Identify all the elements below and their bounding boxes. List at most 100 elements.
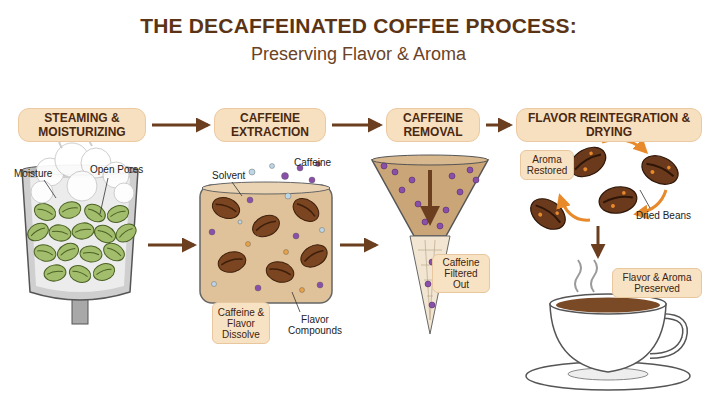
node-text: FLAVOR REINTEGRATION & DRYING bbox=[523, 111, 695, 139]
brown-bean bbox=[297, 240, 331, 271]
bubble bbox=[249, 169, 255, 175]
aroma-dot bbox=[666, 165, 671, 170]
aroma-dot bbox=[611, 204, 616, 209]
green-bean bbox=[112, 220, 139, 246]
steam-wisp bbox=[575, 260, 581, 292]
bean-crease bbox=[83, 252, 99, 255]
flow-arrow bbox=[486, 124, 510, 127]
green-bean bbox=[79, 245, 102, 263]
callout-box: Caffeine Filtered Out bbox=[432, 254, 490, 293]
bean-crease bbox=[75, 228, 91, 232]
bean-shape bbox=[91, 261, 117, 284]
bubble bbox=[238, 220, 242, 224]
coffee-surface bbox=[556, 298, 660, 313]
node-text: Caffeine & Flavor Dissolve bbox=[216, 307, 266, 340]
node-text: Flavor & Aroma Preserved bbox=[616, 272, 698, 294]
bubble bbox=[212, 282, 217, 287]
aroma-dot bbox=[622, 191, 626, 195]
caffeine-dot bbox=[399, 187, 405, 193]
steam-puff bbox=[67, 171, 97, 201]
bubbles bbox=[209, 162, 325, 293]
funnel-rim bbox=[372, 155, 488, 165]
aroma-dot bbox=[555, 211, 560, 216]
tank-body bbox=[200, 185, 332, 303]
node-text: CAFFEINE EXTRACTION bbox=[221, 111, 319, 139]
callout-box: Caffeine & Flavor Dissolve bbox=[212, 302, 270, 344]
aroma-dot bbox=[537, 212, 543, 218]
part-label: Flavor Compounds bbox=[284, 314, 346, 336]
bean-shape bbox=[24, 220, 51, 245]
caffeine-dot bbox=[443, 207, 449, 213]
green-bean bbox=[91, 261, 117, 284]
bean-shape bbox=[55, 240, 82, 264]
flow-arrow bbox=[148, 244, 194, 247]
steamer-vessel bbox=[22, 114, 140, 324]
bean-shape bbox=[597, 184, 639, 216]
bean-crease bbox=[52, 230, 68, 234]
bean-crease bbox=[119, 227, 133, 237]
bean-shape bbox=[48, 223, 72, 243]
part-label: Solvent bbox=[212, 170, 257, 181]
bean-shape bbox=[209, 194, 242, 222]
aroma-dot bbox=[583, 167, 588, 172]
cycle-arrow bbox=[560, 196, 590, 220]
node-text: STEAMING & MOISTURIZING bbox=[25, 111, 139, 139]
diagram-title: THE DECAFFEINATED COFFEE PROCESS: bbox=[0, 14, 717, 38]
caffeine-dot bbox=[437, 223, 443, 229]
step-header: STEAMING & MOISTURIZING bbox=[18, 108, 146, 142]
bean-crease bbox=[60, 247, 75, 255]
part-label: Dried Beans bbox=[636, 210, 706, 221]
leader-line bbox=[100, 178, 108, 214]
bubble bbox=[317, 282, 323, 288]
caffeine-dot bbox=[457, 189, 463, 195]
node-text: CAFFEINE REMOVAL bbox=[393, 111, 473, 139]
roasted-bean bbox=[525, 192, 571, 235]
bean-shape bbox=[289, 194, 323, 226]
bubble bbox=[284, 250, 289, 255]
green-bean bbox=[105, 203, 131, 226]
green-bean bbox=[92, 222, 119, 246]
bean-crease bbox=[303, 249, 323, 262]
aroma-dot bbox=[650, 169, 655, 174]
bean-crease bbox=[110, 210, 126, 217]
green-bean bbox=[43, 263, 67, 283]
filter-funnel bbox=[372, 155, 488, 334]
bean-shape bbox=[297, 240, 331, 271]
bean-shape bbox=[525, 192, 571, 235]
bean-crease bbox=[646, 161, 674, 176]
node-text: Aroma Restored bbox=[524, 154, 570, 176]
leader-line bbox=[640, 190, 650, 208]
brown-bean bbox=[264, 259, 296, 286]
bubble bbox=[270, 164, 275, 169]
caffeine-dot bbox=[467, 167, 473, 173]
bean-crease bbox=[72, 270, 88, 277]
bean-shape bbox=[43, 263, 67, 283]
node-text: Caffeine Filtered Out bbox=[436, 257, 486, 290]
soaking-beans bbox=[209, 194, 331, 286]
dried-beans bbox=[525, 141, 683, 235]
part-label: Caffeine bbox=[294, 157, 344, 168]
step-header: CAFFEINE EXTRACTION bbox=[214, 108, 326, 142]
brown-bean bbox=[209, 194, 242, 222]
flow-arrow bbox=[597, 226, 600, 256]
callout-box: Aroma Restored bbox=[520, 150, 574, 180]
extraction-tank bbox=[200, 162, 332, 313]
flow-arrow bbox=[340, 244, 376, 247]
leader-line bbox=[232, 182, 242, 196]
tank-rim bbox=[202, 182, 330, 194]
bubble bbox=[255, 285, 261, 291]
bean-crease bbox=[96, 268, 112, 275]
bubble bbox=[300, 288, 305, 293]
green-bean bbox=[100, 240, 127, 265]
brown-bean bbox=[289, 194, 323, 226]
caffeine-dot bbox=[473, 177, 479, 183]
bean-shape bbox=[32, 242, 57, 263]
roasted-bean bbox=[597, 184, 639, 216]
bean-shape bbox=[249, 211, 283, 241]
caffeine-dot bbox=[449, 173, 455, 179]
brown-bean bbox=[216, 249, 248, 276]
bean-crease bbox=[297, 202, 316, 216]
green-bean bbox=[32, 201, 58, 224]
flow-arrow bbox=[428, 170, 432, 222]
